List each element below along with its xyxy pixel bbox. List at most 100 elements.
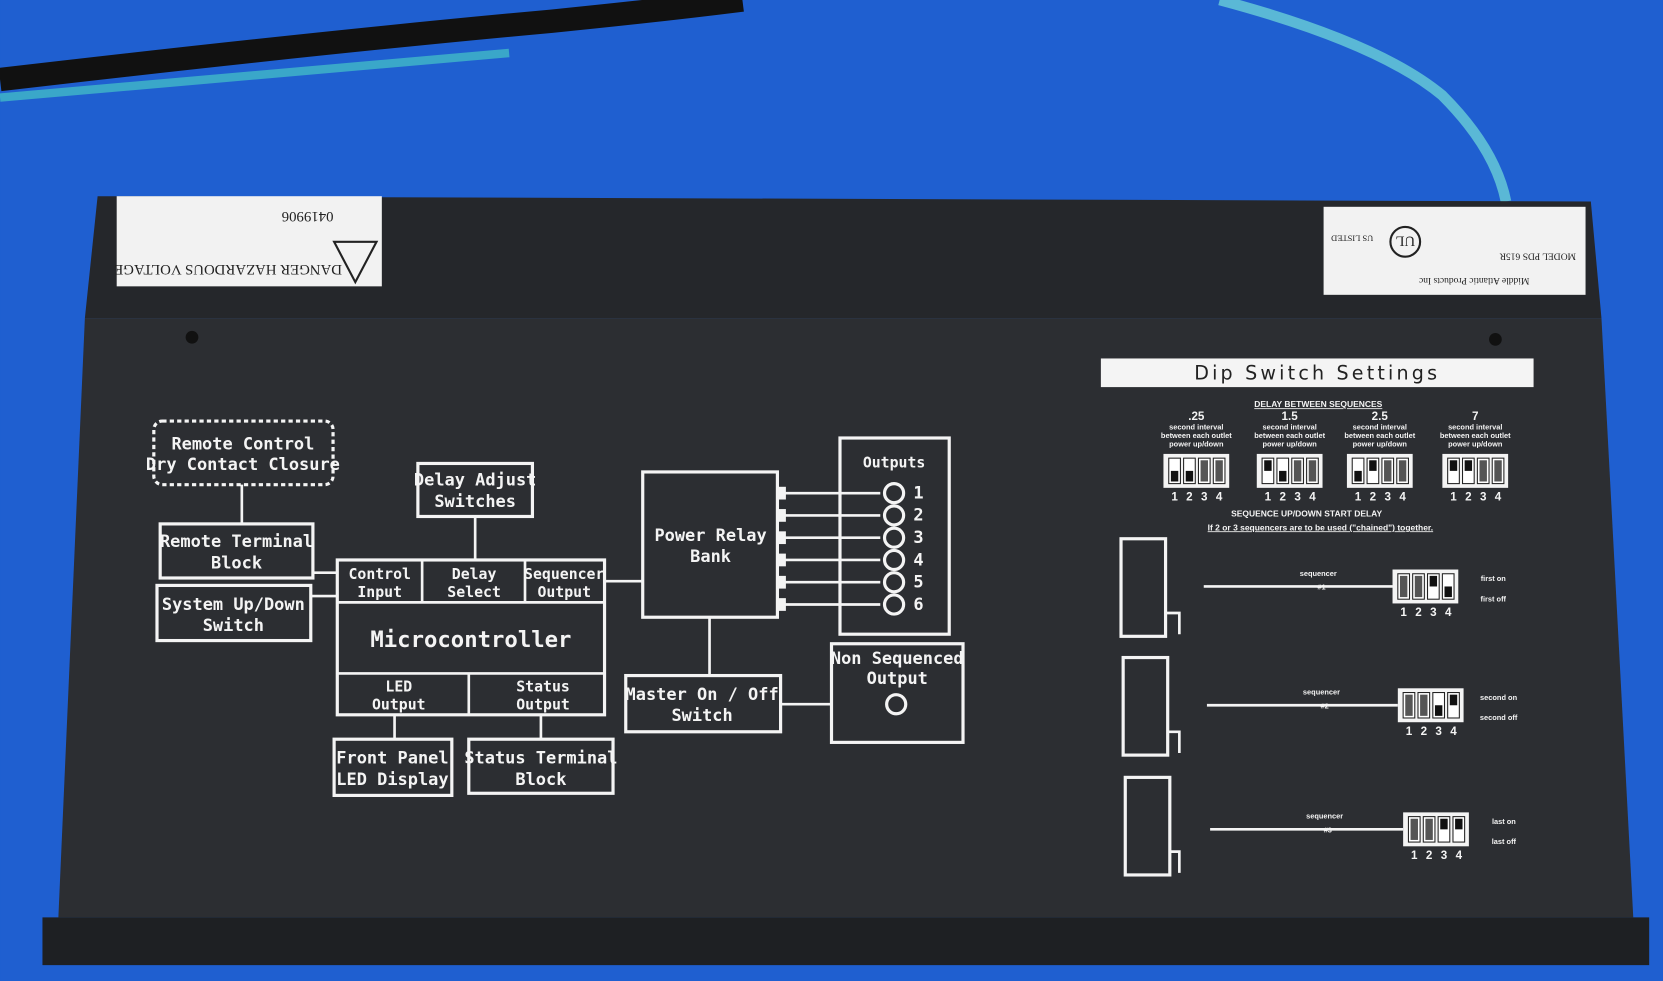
ul-text: UL bbox=[1395, 233, 1415, 249]
dip-knob-unused bbox=[1215, 460, 1223, 482]
dip-knob-unused bbox=[1479, 460, 1487, 482]
ul-listed-text: US LISTED bbox=[1331, 233, 1373, 243]
led-output-label: Output bbox=[372, 697, 426, 714]
dip-position-number: 4 bbox=[1445, 606, 1452, 619]
delay-heading: DELAY BETWEEN SEQUENCES bbox=[1254, 399, 1382, 409]
device-lip bbox=[42, 917, 1650, 966]
dip-knob-unused bbox=[1410, 818, 1418, 840]
output-number: 2 bbox=[913, 505, 923, 525]
dip-knob-down bbox=[1444, 586, 1452, 598]
dip-position-number: 3 bbox=[1430, 606, 1437, 619]
dip-knob-unused bbox=[1308, 460, 1317, 482]
start-note: If 2 or 3 sequencers are to be used ("ch… bbox=[1208, 522, 1433, 532]
dip-position-number: 3 bbox=[1201, 491, 1208, 504]
dip-knob-down bbox=[1279, 470, 1287, 482]
outlet-icon bbox=[882, 526, 906, 549]
sequencer-off-text: first off bbox=[1481, 594, 1507, 603]
dip-knob-unused bbox=[1425, 818, 1433, 840]
output-number: 5 bbox=[913, 572, 923, 592]
dip-knob-unused bbox=[1414, 575, 1423, 598]
dip-knob-up bbox=[1449, 694, 1458, 706]
relay-tab bbox=[777, 531, 786, 545]
master-switch-label: Master On / Off bbox=[626, 684, 779, 704]
black-cable bbox=[0, 0, 744, 92]
ul-logo-icon bbox=[1389, 225, 1422, 258]
sequencer-label: sequencer bbox=[1306, 812, 1343, 821]
dip-knob-unused bbox=[1405, 694, 1413, 716]
front-panel-label: LED Display bbox=[336, 769, 448, 789]
sequencer-on-text: last on bbox=[1492, 817, 1516, 826]
outputs-title: Outputs bbox=[863, 455, 925, 472]
output-number: 3 bbox=[913, 527, 923, 547]
power-relay-label: Bank bbox=[690, 546, 731, 566]
delay-select-label: Delay bbox=[452, 566, 497, 583]
relay-tab bbox=[777, 509, 786, 522]
warning-label: DANGER HAZARDOUS VOLTAGE 0419906 bbox=[114, 196, 382, 287]
dip-knob-unused bbox=[1399, 575, 1408, 598]
delay-adjust-label: Delay Adjust bbox=[414, 470, 536, 490]
dip-title: Dip Switch Settings bbox=[1194, 363, 1440, 385]
interval-text: between each outlet bbox=[1344, 431, 1415, 440]
dip-position-number: 4 bbox=[1450, 725, 1457, 738]
blue-cable-right bbox=[1218, 0, 1512, 203]
dip-position-number: 1 bbox=[1411, 849, 1418, 862]
interval-text: second interval bbox=[1169, 423, 1223, 432]
serial-text: 0419906 bbox=[282, 208, 334, 224]
sequencer-unit-box bbox=[1119, 537, 1168, 638]
dip-position-number: 1 bbox=[1265, 491, 1272, 504]
dip-knob-down bbox=[1354, 470, 1362, 482]
interval-text: second interval bbox=[1448, 423, 1502, 432]
sequencer-off-text: second off bbox=[1480, 713, 1518, 722]
device-top bbox=[84, 196, 1602, 319]
outputs-box bbox=[838, 436, 951, 636]
non-sequenced-box bbox=[829, 642, 965, 744]
device-faceplate bbox=[58, 318, 1634, 918]
interval-text: between each outlet bbox=[1254, 431, 1325, 440]
dip-knob-unused bbox=[1494, 460, 1502, 482]
outlet-icon bbox=[882, 548, 906, 572]
dip-position-number: 2 bbox=[1186, 491, 1193, 504]
dip-position-number: 3 bbox=[1441, 849, 1448, 862]
dip-knob-up bbox=[1264, 460, 1272, 471]
chain-line bbox=[1170, 850, 1181, 873]
delay-select-label: Select bbox=[447, 584, 501, 601]
dip-position-number: 1 bbox=[1406, 725, 1413, 738]
relay-tab bbox=[777, 598, 786, 611]
non-sequenced-label: Output bbox=[867, 668, 928, 688]
interval-text: power up/down bbox=[1448, 439, 1503, 448]
dip-position-number: 4 bbox=[1216, 491, 1223, 504]
system-switch-label: Switch bbox=[203, 615, 264, 635]
non-sequenced-label: Non Sequenced bbox=[831, 648, 964, 668]
delay-adjust-box bbox=[416, 461, 535, 519]
block-diagram: Remote Control Dry Contact Closure Remot… bbox=[146, 419, 965, 797]
outlet-icon bbox=[885, 693, 908, 716]
sequencer-off-text: last off bbox=[1492, 837, 1517, 846]
status-terminal-label: Block bbox=[515, 769, 566, 789]
remote-control-box bbox=[152, 419, 335, 487]
dip-knob-up bbox=[1429, 575, 1438, 587]
dip-position-number: 2 bbox=[1280, 491, 1287, 504]
remote-control-label: Remote Control bbox=[171, 434, 314, 454]
control-input-label: Control bbox=[348, 566, 411, 583]
delay-value: 2.5 bbox=[1372, 410, 1389, 423]
dip-knob-up bbox=[1449, 460, 1458, 471]
power-relay-label: Power Relay bbox=[654, 525, 766, 545]
dip-position-number: 1 bbox=[1450, 491, 1457, 504]
outlet-icon bbox=[882, 482, 906, 505]
outlet-icon bbox=[882, 593, 906, 616]
chain-line bbox=[1168, 730, 1181, 753]
screw-hole bbox=[1489, 333, 1502, 346]
dip-position-number: 2 bbox=[1465, 491, 1472, 504]
dip-position-number: 4 bbox=[1456, 849, 1463, 862]
dip-knob-up bbox=[1455, 818, 1463, 830]
sequencer-number: #1 bbox=[1317, 583, 1325, 592]
microcontroller-box bbox=[335, 558, 607, 717]
sequencer-output-label: Sequencer bbox=[524, 566, 604, 583]
dip-knob-down bbox=[1170, 470, 1179, 482]
screw-hole bbox=[185, 330, 199, 344]
microcontroller-label: Microcontroller bbox=[370, 627, 571, 653]
dip-knob-up bbox=[1369, 460, 1377, 471]
dip-position-number: 1 bbox=[1400, 606, 1407, 619]
dip-position-number: 4 bbox=[1399, 491, 1406, 504]
output-number: 1 bbox=[913, 482, 923, 502]
